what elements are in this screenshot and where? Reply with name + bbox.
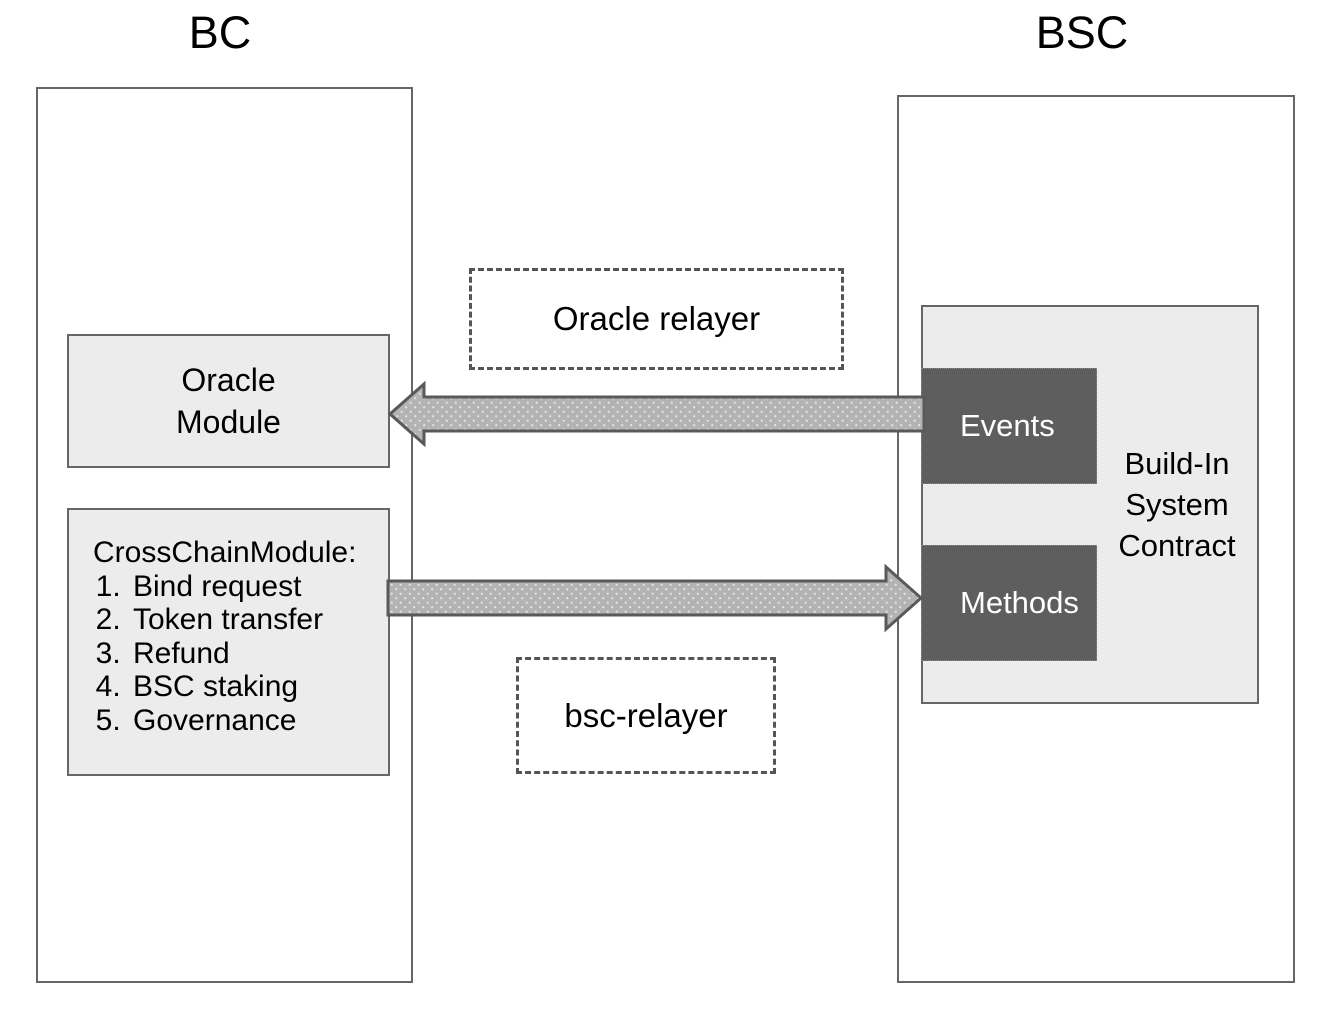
events-label: Events — [960, 408, 1055, 443]
oracle-relayer-box: Oracle relayer — [469, 268, 844, 370]
events-box: Events — [921, 368, 1097, 484]
list-item: BSC staking — [129, 670, 388, 704]
system-contract-label-line2: System — [1125, 487, 1229, 523]
arrow-bsc-events-to-bc-oracle-module — [387, 380, 926, 448]
oracle-module-label-line1: Oracle — [181, 361, 276, 398]
arrow-shape-right — [386, 563, 924, 633]
crosschain-module-box: CrossChainModule: Bind request Token tra… — [67, 508, 390, 776]
list-item: Bind request — [129, 570, 388, 604]
bsc-relayer-box: bsc-relayer — [516, 657, 776, 774]
bsc-chain-title: BSC — [1035, 7, 1129, 58]
oracle-module-label: Oracle Module — [176, 359, 281, 443]
oracle-module-box: Oracle Module — [67, 334, 390, 468]
crosschain-module-list: Bind request Token transfer Refund BSC s… — [93, 570, 388, 738]
methods-box: Methods — [921, 545, 1097, 661]
system-contract-label-line3: Contract — [1118, 528, 1236, 564]
list-item: Governance — [129, 704, 388, 738]
arrow-shape-left — [387, 380, 926, 448]
bsc-relayer-label: bsc-relayer — [564, 696, 728, 734]
bc-chain-title: BC — [188, 7, 252, 58]
list-item: Token transfer — [129, 603, 388, 637]
crosschain-module-title: CrossChainModule: — [93, 536, 357, 569]
oracle-relayer-label: Oracle relayer — [552, 300, 761, 337]
list-item: Refund — [129, 637, 388, 671]
arrow-bc-crosschain-to-bsc-methods — [386, 563, 924, 633]
system-contract-label-line1: Build-In — [1124, 446, 1230, 481]
methods-label: Methods — [960, 585, 1079, 620]
build-in-system-contract-label: Build-In System Contract — [1098, 443, 1256, 567]
oracle-module-label-line2: Module — [176, 404, 281, 440]
